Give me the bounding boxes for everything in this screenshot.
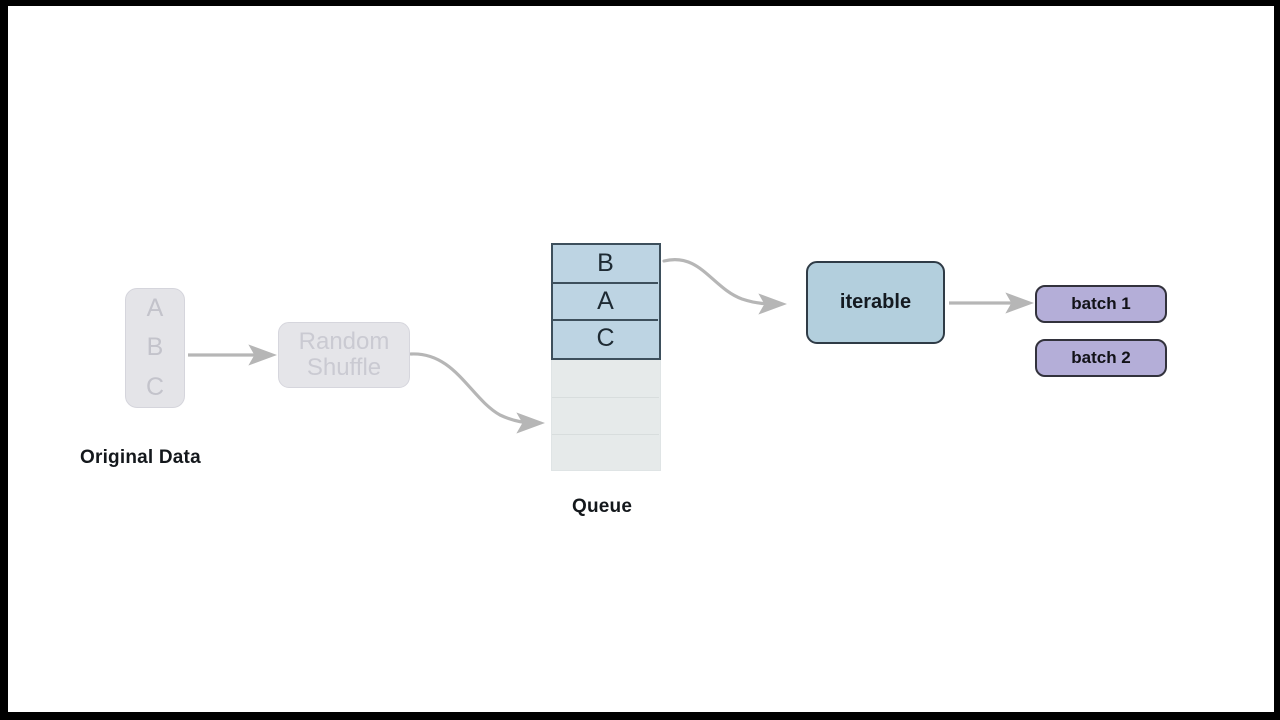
queue-empty-section [551, 360, 661, 471]
original-data-item-b: B [146, 333, 164, 362]
original-data-caption: Original Data [80, 447, 201, 468]
original-data-item-a: A [146, 294, 164, 323]
batch-1-node[interactable]: batch 1 [1035, 285, 1167, 323]
queue-filled-section: B A C [551, 243, 661, 360]
queue-node[interactable]: B A C [551, 243, 661, 471]
queue-cell-c: C [553, 319, 658, 356]
original-data-node[interactable]: A B C [125, 288, 185, 408]
arrow-random-shuffle-to-queue [409, 352, 546, 434]
queue-cell-empty-2 [552, 397, 659, 434]
queue-cell-b: B [597, 249, 614, 277]
queue-caption: Queue [572, 496, 633, 517]
screenshot-frame: A B C Original Data Random Shuffle B A C… [8, 6, 1274, 712]
random-shuffle-label-line1: Random [298, 328, 390, 356]
random-shuffle-node[interactable]: Random Shuffle [278, 322, 410, 388]
batch-2-node[interactable]: batch 2 [1035, 339, 1167, 377]
diagram-canvas: A B C Original Data Random Shuffle B A C… [8, 6, 1274, 712]
iterable-node[interactable]: iterable [806, 261, 945, 344]
queue-cell-a: A [553, 282, 658, 319]
queue-cell-empty-3 [552, 434, 659, 471]
queue-cell-empty-1 [552, 360, 659, 397]
random-shuffle-label-line2: Shuffle [306, 354, 382, 381]
original-data-item-c: C [145, 372, 165, 401]
arrow-queue-to-iterable [662, 258, 788, 315]
